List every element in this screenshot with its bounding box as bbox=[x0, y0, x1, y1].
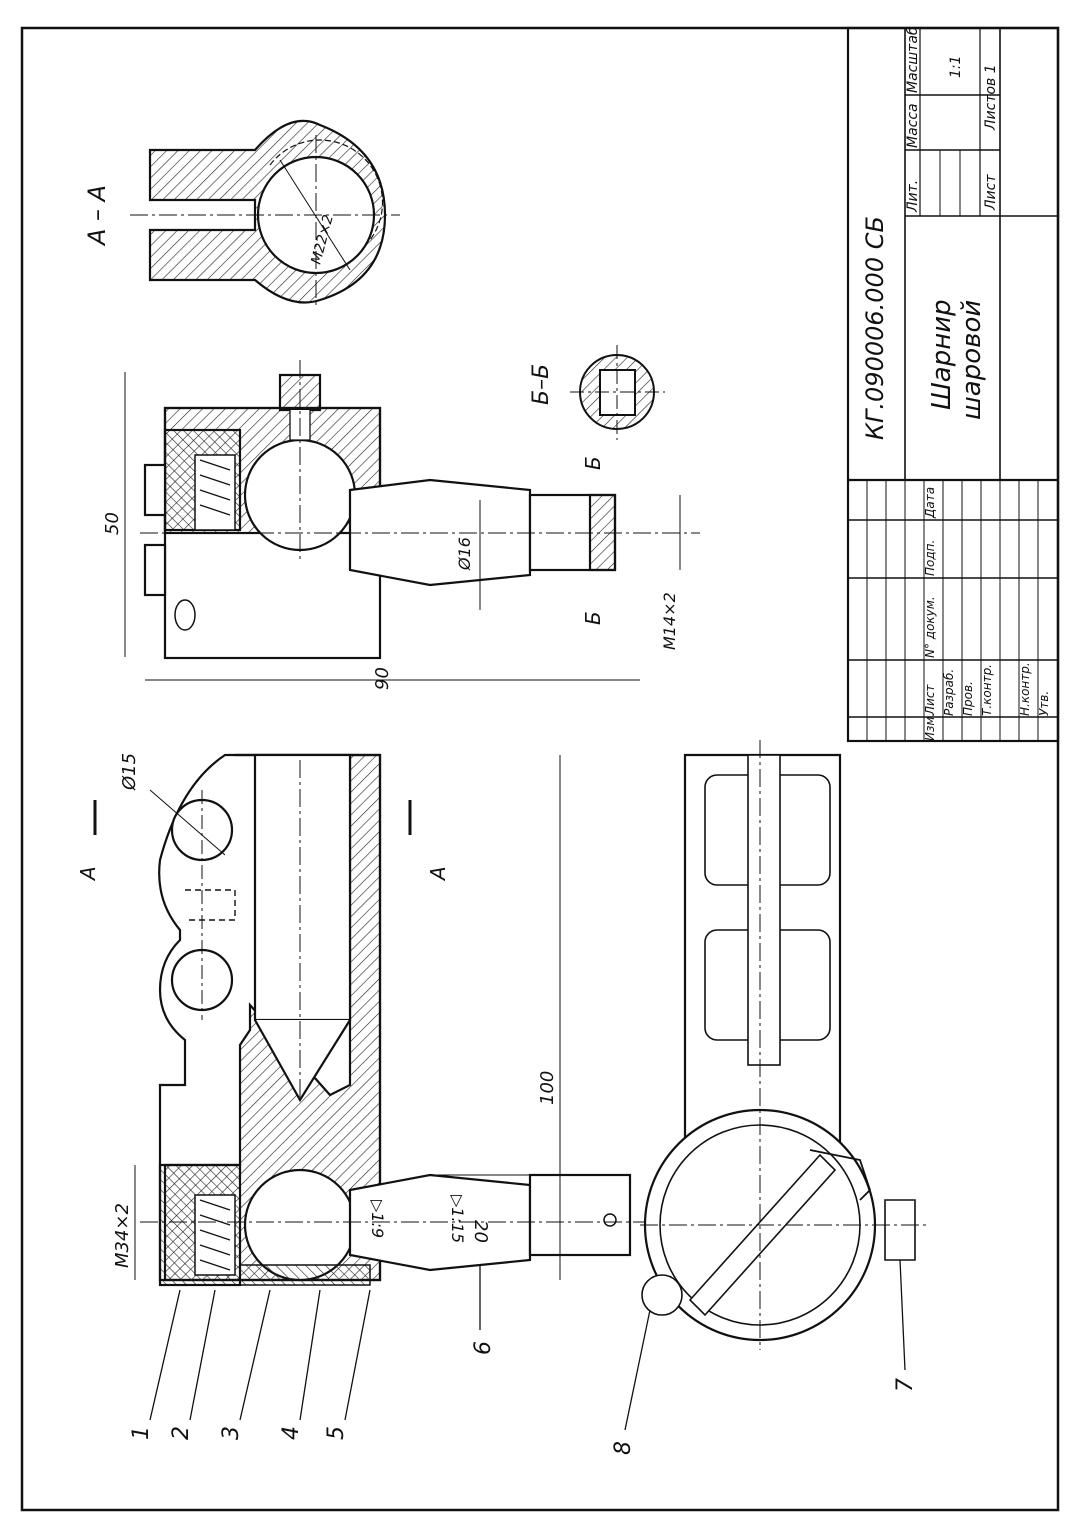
part-number-1: 1 bbox=[129, 1426, 154, 1440]
tkontr-label: Т.контр. bbox=[980, 664, 994, 716]
dim-d16: Ø16 bbox=[455, 537, 474, 571]
date-label: Дата bbox=[923, 487, 937, 519]
list-label: Лист bbox=[923, 684, 937, 716]
sheets-label: Листов 1 bbox=[983, 64, 999, 131]
sheet-frame bbox=[20, 26, 1060, 1512]
col-scale: Масштаб bbox=[905, 26, 921, 93]
dim-d15: Ø15 bbox=[119, 753, 140, 791]
drawing-designation: КГ.090006.000 СБ bbox=[861, 216, 889, 440]
section-b-mark-1: Б bbox=[581, 456, 605, 470]
part-number-3: 3 bbox=[219, 1426, 244, 1440]
title-block bbox=[846, 26, 1060, 743]
section-b-mark-2: Б bbox=[581, 611, 605, 625]
section-b-b bbox=[570, 345, 665, 440]
part-number-7: 7 bbox=[893, 1378, 918, 1392]
utv-label: Утв. bbox=[1037, 691, 1051, 716]
section-a-mark-2: А bbox=[426, 866, 450, 882]
doc-label: N° докум. bbox=[923, 596, 937, 658]
dim-90: 90 bbox=[372, 667, 393, 690]
side-view bbox=[124, 360, 700, 681]
taper-1-15: ▷1:15 bbox=[448, 1195, 467, 1243]
taper-1-9: ▷1:9 bbox=[368, 1200, 387, 1238]
dim-m34: M34×2 bbox=[112, 1203, 133, 1268]
part-number-5: 5 bbox=[324, 1426, 349, 1440]
part-number-6: 6 bbox=[471, 1341, 496, 1355]
title-block-text: КГ.090006.000 СБ Шарнир шаровой Лит. Мас… bbox=[861, 26, 1051, 741]
col-mass: Масса bbox=[905, 103, 921, 148]
izm-label: Изм. bbox=[923, 713, 937, 741]
part-number-8: 8 bbox=[611, 1441, 636, 1455]
scale-value: 1:1 bbox=[948, 55, 964, 78]
section-aa-label: А – А bbox=[83, 185, 111, 247]
razrab-label: Разраб. bbox=[942, 669, 956, 716]
sign-label: Подп. bbox=[923, 540, 937, 576]
dim-50: 50 bbox=[102, 512, 123, 535]
nkontr-label: Н.контр. bbox=[1018, 662, 1032, 716]
top-view bbox=[640, 740, 930, 1350]
sheet-label: Лист bbox=[983, 174, 999, 211]
col-lit: Лит. bbox=[905, 180, 921, 213]
section-a-mark-1: А bbox=[76, 866, 100, 882]
drawing-name-2: шаровой bbox=[957, 300, 987, 420]
dim-20: 20 bbox=[470, 1220, 491, 1243]
part-number-4: 4 bbox=[279, 1426, 304, 1440]
prov-label: Пров. bbox=[961, 681, 975, 716]
part-number-2: 2 bbox=[169, 1426, 194, 1440]
section-bb-label: Б–Б bbox=[529, 364, 554, 405]
leader-lines bbox=[149, 1259, 906, 1431]
dim-100: 100 bbox=[537, 1071, 558, 1105]
main-section-view bbox=[93, 753, 650, 1287]
section-a-a bbox=[130, 119, 400, 305]
dim-m14: M14×2 bbox=[660, 592, 679, 650]
drawing-name-1: Шарнир bbox=[927, 299, 957, 410]
